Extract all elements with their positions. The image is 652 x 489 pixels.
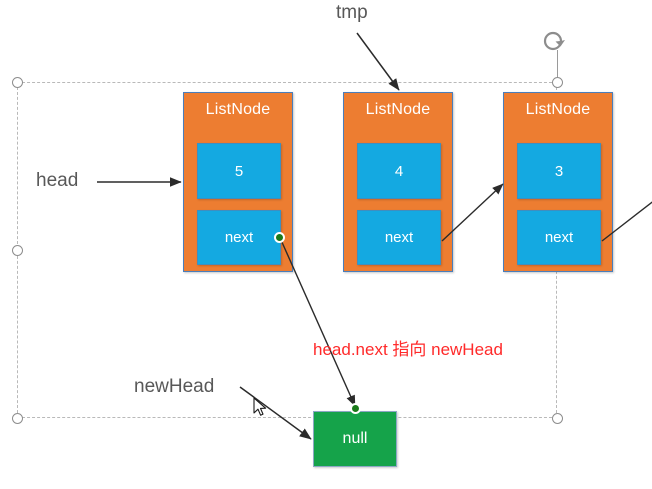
rotate-handle-stem [557,50,558,82]
list-node-2[interactable]: ListNode 4 next [343,92,453,272]
label-tmp: tmp [336,2,368,23]
pointer-arrow-newhead [239,386,312,440]
list-node-3[interactable]: ListNode 3 next [503,92,613,272]
connector-dot-null-top[interactable] [350,403,361,414]
null-node[interactable]: null [313,411,397,467]
list-node-3-next-field[interactable]: next [517,210,601,265]
list-node-1-value[interactable]: 5 [197,143,281,199]
annotation-head-next: head.next 指向 newHead [313,340,503,359]
list-node-2-title: ListNode [365,101,431,118]
list-node-1[interactable]: ListNode 5 next [183,92,293,272]
list-node-2-value[interactable]: 4 [357,143,441,199]
list-node-1-title: ListNode [205,101,271,118]
label-head: head [36,170,79,191]
resize-handle-bottom-right[interactable] [552,413,563,424]
list-node-2-next-field[interactable]: next [357,210,441,265]
pointer-arrow-tmp [356,32,400,91]
list-node-3-value[interactable]: 3 [517,143,601,199]
mouse-pointer-icon [253,397,269,419]
connector-dot-node1-next[interactable] [274,232,285,243]
resize-handle-top-left[interactable] [12,77,23,88]
rotate-handle-icon[interactable] [541,28,567,54]
resize-handle-bottom-left[interactable] [12,413,23,424]
resize-handle-top-right[interactable] [552,77,563,88]
list-node-1-next-field[interactable]: next [197,210,281,265]
list-node-3-title: ListNode [525,101,591,118]
label-new-head: newHead [134,376,215,397]
resize-handle-middle-left[interactable] [12,245,23,256]
